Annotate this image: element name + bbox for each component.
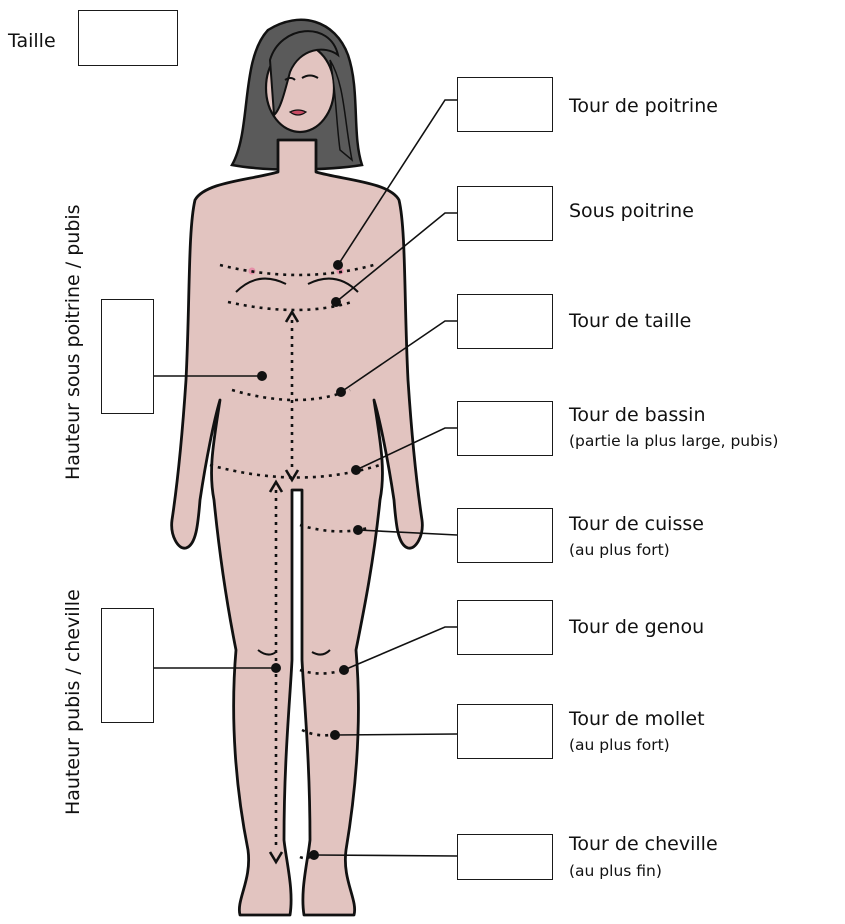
label-taille: Taille [8, 30, 56, 52]
label-hauteur-pubis-cheville: Hauteur pubis / cheville [62, 589, 84, 815]
input-box-tour-cuisse[interactable] [457, 508, 553, 563]
marker-dot [353, 525, 363, 535]
marker-dot [309, 850, 319, 860]
label-hauteur-sous-poitrine-pubis: Hauteur sous poitrine / pubis [62, 204, 84, 480]
marker-dot [331, 297, 341, 307]
marker-dot [339, 665, 349, 675]
label-tour-mollet: Tour de mollet [569, 708, 705, 730]
note-tour-cheville: (au plus fin) [569, 862, 662, 880]
label-tour-bassin: Tour de bassin [569, 404, 706, 426]
leader-line-calf [335, 734, 457, 735]
note-tour-cuisse: (au plus fort) [569, 541, 670, 559]
label-tour-cuisse: Tour de cuisse [569, 513, 704, 535]
leader-line-ankle [314, 855, 457, 856]
marker-dot [333, 260, 343, 270]
input-box-tour-taille[interactable] [457, 294, 553, 349]
input-box-hauteur-sous-poitrine-pubis[interactable] [101, 299, 154, 414]
input-box-tour-cheville[interactable] [457, 834, 553, 880]
marker-dot [351, 465, 361, 475]
input-box-tour-mollet[interactable] [457, 704, 553, 759]
label-tour-cheville: Tour de cheville [569, 833, 718, 855]
leader-line-knee [344, 627, 457, 670]
note-tour-bassin: (partie la plus large, pubis) [569, 432, 778, 450]
marker-dot [336, 387, 346, 397]
label-tour-taille: Tour de taille [569, 310, 691, 332]
body-silhouette [172, 140, 423, 915]
marker-dot [257, 371, 267, 381]
input-box-hauteur-pubis-cheville[interactable] [101, 608, 154, 723]
input-box-tour-genou[interactable] [457, 600, 553, 655]
input-box-sous-poitrine[interactable] [457, 186, 553, 241]
input-box-tour-poitrine[interactable] [457, 77, 553, 132]
label-tour-genou: Tour de genou [569, 616, 704, 638]
note-tour-mollet: (au plus fort) [569, 736, 670, 754]
marker-dot [330, 730, 340, 740]
label-tour-poitrine: Tour de poitrine [569, 95, 718, 117]
input-box-taille[interactable] [78, 10, 178, 66]
label-sous-poitrine: Sous poitrine [569, 200, 694, 222]
marker-dot [271, 663, 281, 673]
input-box-tour-bassin[interactable] [457, 401, 553, 456]
